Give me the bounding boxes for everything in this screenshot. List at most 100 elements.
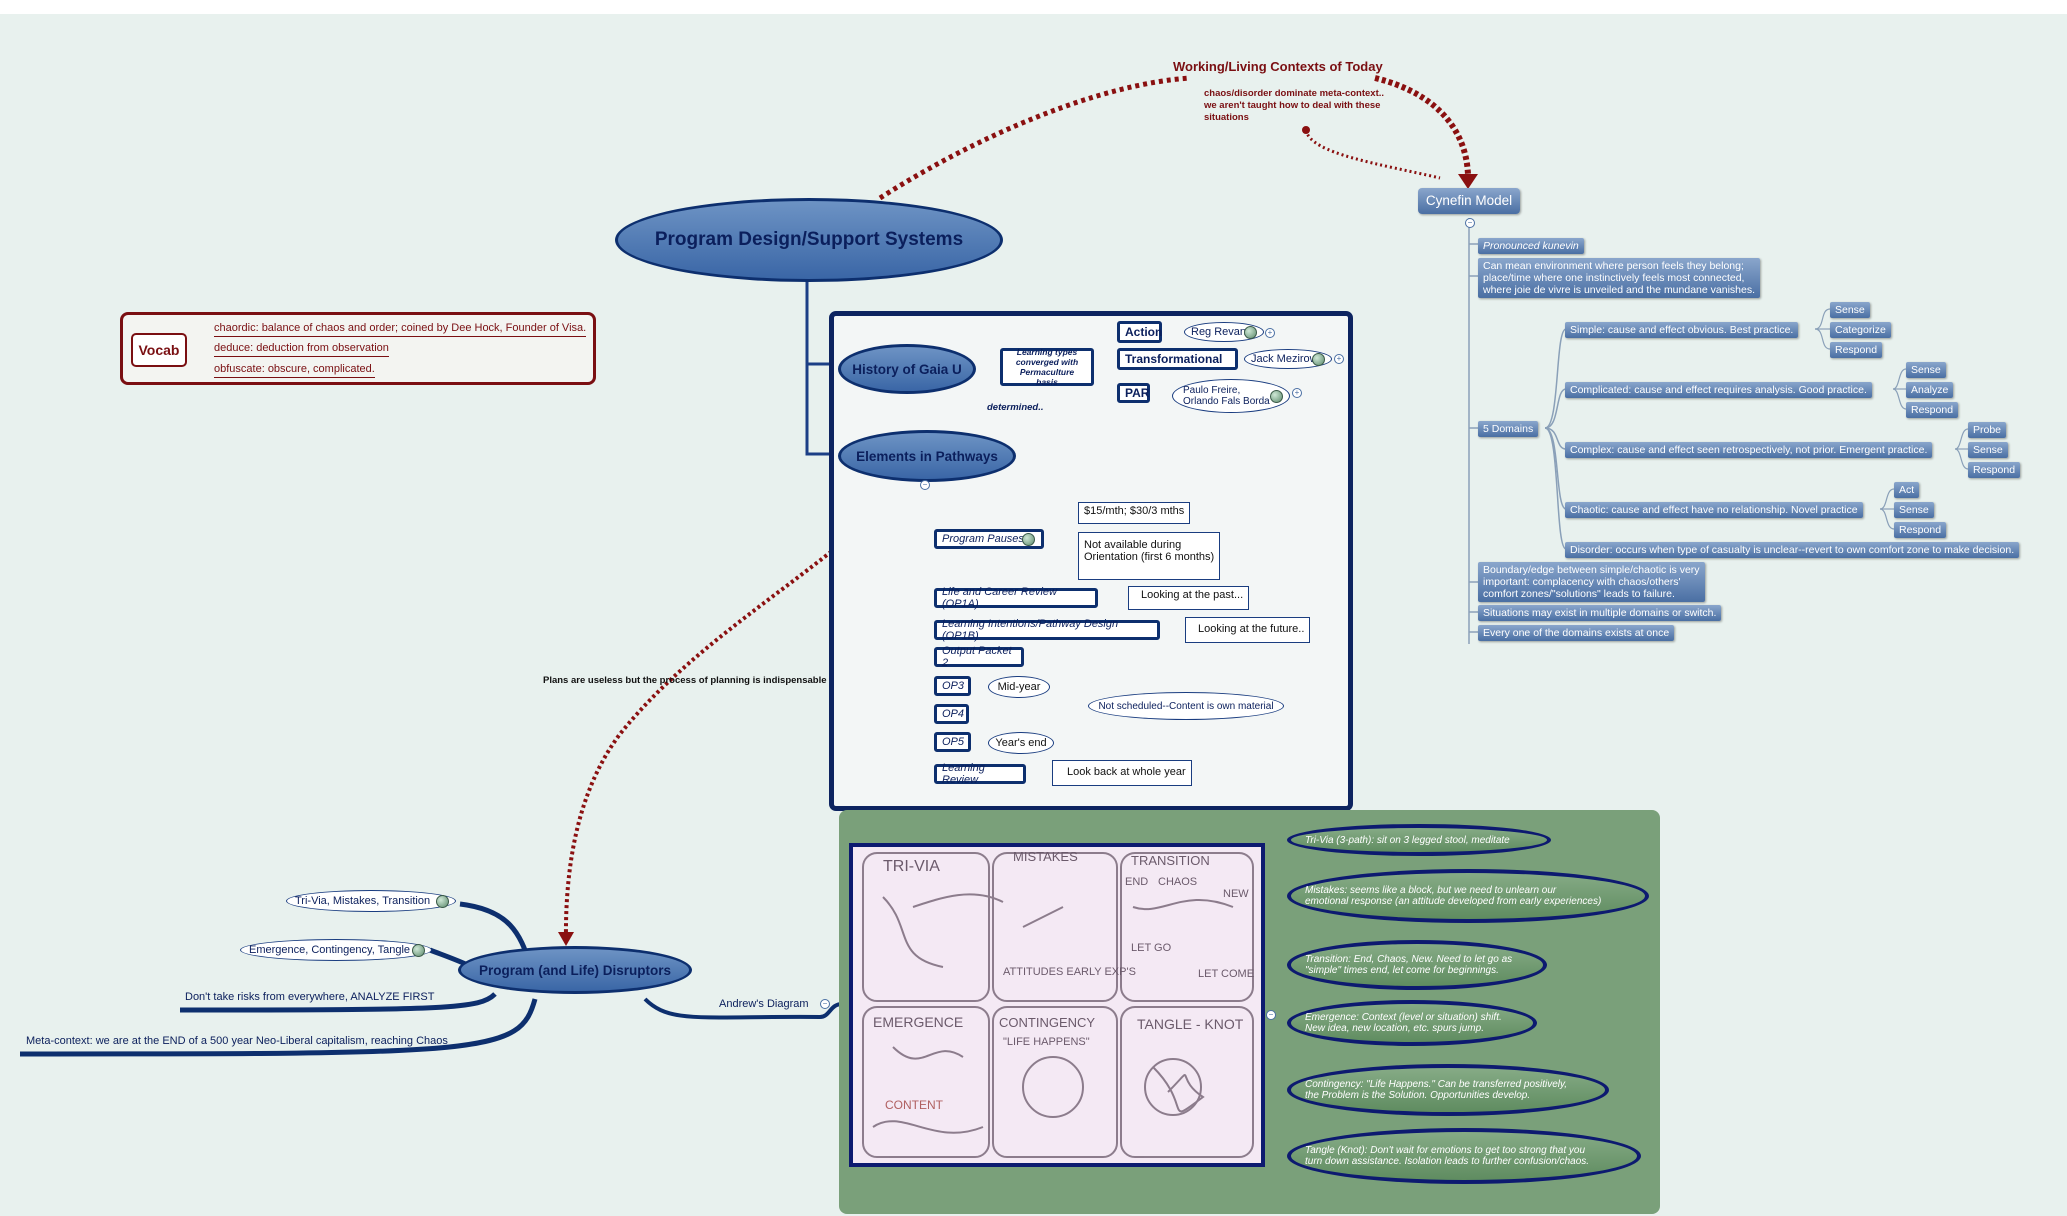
tri-via-note[interactable]: Tri-Via (3-path): sit on 3 legged stool,… bbox=[1287, 824, 1551, 856]
disorder-domain-node[interactable]: Disorder: occurs when type of casualty i… bbox=[1565, 542, 2020, 558]
transformational-learning-node[interactable]: Transformational bbox=[1117, 348, 1238, 370]
op3-node[interactable]: OP3 bbox=[934, 676, 971, 696]
central-topic[interactable]: Program Design/Support Systems bbox=[615, 198, 1003, 282]
emergence-node[interactable]: Emergence, Contingency, Tangle bbox=[240, 939, 432, 961]
complex-step-sense[interactable]: Sense bbox=[1968, 442, 2008, 458]
complicated-step-analyze[interactable]: Analyze bbox=[1906, 382, 1954, 398]
globe-icon[interactable] bbox=[1244, 325, 1257, 339]
working-contexts-title[interactable]: Working/Living Contexts of Today bbox=[1173, 59, 1383, 74]
emergence-note[interactable]: Emergence: Context (level or situation) … bbox=[1287, 1000, 1537, 1046]
whiteboard-note-chaos: CHAOS bbox=[1158, 876, 1197, 888]
complicated-step-respond[interactable]: Respond bbox=[1906, 402, 1959, 418]
transition-note[interactable]: Transition: End, Chaos, New. Need to let… bbox=[1287, 940, 1547, 990]
whiteboard-cell-mistakes: MISTAKES bbox=[1013, 849, 1078, 864]
plans-quote[interactable]: Plans are useless but the process of pla… bbox=[543, 675, 827, 686]
globe-icon[interactable] bbox=[412, 943, 425, 957]
boundary-node[interactable]: Boundary/edge between simple/chaotic is … bbox=[1478, 562, 1705, 602]
program-pauses-node[interactable]: Program Pauses bbox=[934, 529, 1044, 549]
globe-icon[interactable] bbox=[1022, 532, 1035, 546]
vocab-item-deduce[interactable]: deduce: deduction from observation bbox=[214, 342, 389, 357]
whiteboard-note-life-happens: "LIFE HAPPENS" bbox=[1003, 1036, 1090, 1048]
whiteboard-cell-tangle: TANGLE - KNOT bbox=[1137, 1016, 1244, 1032]
meaning-node[interactable]: Can mean environment where person feels … bbox=[1478, 258, 1761, 298]
complex-step-probe[interactable]: Probe bbox=[1968, 422, 2007, 438]
contingency-note[interactable]: Contingency: "Life Happens." Can be tran… bbox=[1287, 1064, 1609, 1116]
collapse-icon[interactable]: − bbox=[1465, 218, 1475, 228]
globe-icon[interactable] bbox=[1312, 352, 1325, 366]
pause-availability-note[interactable]: Not available during Orientation (first … bbox=[1078, 532, 1221, 580]
globe-icon[interactable] bbox=[1270, 390, 1283, 403]
par-learning-node[interactable]: PAR bbox=[1117, 383, 1150, 403]
complex-step-respond[interactable]: Respond bbox=[1968, 462, 2021, 478]
multiple-domains-node[interactable]: Situations may exist in multiple domains… bbox=[1478, 605, 1722, 621]
mid-year-note[interactable]: Mid-year bbox=[988, 676, 1050, 698]
globe-icon[interactable] bbox=[436, 894, 449, 908]
learning-intentions-node[interactable]: Learning Intentions/Pathway Design (OP1B… bbox=[934, 618, 1160, 642]
mistakes-note[interactable]: Mistakes: seems like a block, but we nee… bbox=[1287, 869, 1649, 923]
every-domain-node[interactable]: Every one of the domains exists at once bbox=[1478, 625, 1675, 641]
chaotic-step-respond[interactable]: Respond bbox=[1894, 522, 1947, 538]
working-contexts-note: chaos/disorder dominate meta-context.. w… bbox=[1204, 88, 1385, 123]
central-topic-label: Program Design/Support Systems bbox=[654, 229, 964, 250]
expand-icon[interactable]: + bbox=[1334, 354, 1344, 364]
five-domains-node[interactable]: 5 Domains bbox=[1478, 421, 1539, 437]
whiteboard-cell-contingency: CONTINGENCY bbox=[999, 1015, 1095, 1030]
simple-step-sense[interactable]: Sense bbox=[1830, 302, 1870, 318]
look-back-note[interactable]: Look back at whole year bbox=[1052, 760, 1192, 786]
cynefin-model-node[interactable]: Cynefin Model bbox=[1418, 188, 1520, 214]
collapse-icon[interactable]: − bbox=[820, 999, 830, 1009]
op4-node[interactable]: OP4 bbox=[934, 704, 969, 724]
chaotic-domain-node[interactable]: Chaotic: cause and effect have no relati… bbox=[1565, 502, 1863, 518]
determined-label[interactable]: determined.. bbox=[987, 402, 1044, 413]
years-end-note[interactable]: Year's end bbox=[988, 732, 1054, 754]
complicated-step-sense[interactable]: Sense bbox=[1906, 362, 1946, 378]
whiteboard-note-let-go: LET GO bbox=[1131, 942, 1172, 954]
mind-map-canvas: Working/Living Contexts of Today chaos/d… bbox=[0, 14, 2067, 1216]
not-scheduled-note[interactable]: Not scheduled--Content is own material bbox=[1088, 692, 1284, 720]
paulo-freire-node[interactable]: Paulo Freire, Orlando Fals Borda bbox=[1172, 379, 1290, 413]
expand-icon[interactable]: + bbox=[1292, 388, 1302, 398]
vocab-label[interactable]: Vocab bbox=[131, 333, 187, 367]
looking-future-note[interactable]: Looking at the future.. bbox=[1185, 617, 1311, 643]
complex-domain-node[interactable]: Complex: cause and effect seen retrospec… bbox=[1565, 442, 1933, 458]
learning-review-node[interactable]: Learning Review bbox=[934, 762, 1026, 786]
elements-pathways-node[interactable]: Elements in Pathways bbox=[838, 430, 1016, 482]
simple-domain-node[interactable]: Simple: cause and effect obvious. Best p… bbox=[1565, 322, 1799, 338]
simple-step-categorize[interactable]: Categorize bbox=[1830, 322, 1891, 338]
learning-types-node[interactable]: Learning types converged with Permacultu… bbox=[1000, 347, 1094, 387]
vocab-item-obfuscate[interactable]: obfuscate: obscure, complicated. bbox=[214, 363, 375, 378]
jack-mezirow-node[interactable]: Jack Mezirow bbox=[1244, 349, 1332, 369]
looking-past-note[interactable]: Looking at the past... bbox=[1128, 586, 1250, 610]
pause-price-note[interactable]: $15/mth; $30/3 mths bbox=[1078, 502, 1191, 524]
simple-step-respond[interactable]: Respond bbox=[1830, 342, 1883, 358]
collapse-icon[interactable]: − bbox=[920, 480, 930, 490]
whiteboard-sketch: TRI-VIA MISTAKES TRANSITION EMERGENCE CO… bbox=[862, 849, 1254, 1158]
whiteboard-cell-transition: TRANSITION bbox=[1131, 853, 1210, 868]
disruptors-node[interactable]: Program (and Life) Disruptors bbox=[458, 946, 692, 994]
expand-icon[interactable]: + bbox=[1265, 328, 1275, 338]
reg-revan-node[interactable]: Reg Revan bbox=[1184, 322, 1264, 342]
chaotic-step-act[interactable]: Act bbox=[1894, 482, 1920, 498]
vocab-item-chaordic[interactable]: chaordic: balance of chaos and order; co… bbox=[214, 322, 587, 337]
pronounced-node[interactable]: Pronounced kunevin bbox=[1478, 238, 1584, 254]
whiteboard-note-let-come: LET COME bbox=[1198, 968, 1254, 980]
dont-take-risks-note[interactable]: Don't take risks from everywhere, ANALYZ… bbox=[185, 991, 435, 1003]
andrews-diagram-label[interactable]: Andrew's Diagram bbox=[719, 998, 809, 1010]
whiteboard-cell-tri-via: TRI-VIA bbox=[883, 858, 940, 875]
chaotic-step-sense[interactable]: Sense bbox=[1894, 502, 1934, 518]
output-packet-2-node[interactable]: Output Packet 2 bbox=[934, 645, 1024, 669]
whiteboard-note-new: NEW bbox=[1223, 888, 1249, 900]
life-career-review-node[interactable]: Life and Career Review (OP1A) bbox=[934, 586, 1098, 610]
whiteboard-image[interactable]: TRI-VIA MISTAKES TRANSITION EMERGENCE CO… bbox=[849, 843, 1265, 1167]
collapse-icon[interactable]: − bbox=[1266, 1010, 1276, 1020]
whiteboard-cell-emergence: EMERGENCE bbox=[873, 1014, 963, 1030]
op5-node[interactable]: OP5 bbox=[934, 732, 971, 752]
tangle-note[interactable]: Tangle (Knot): Don't wait for emotions t… bbox=[1287, 1128, 1641, 1184]
vocab-box bbox=[120, 312, 596, 385]
action-learning-node[interactable]: Action bbox=[1117, 321, 1162, 343]
complicated-domain-node[interactable]: Complicated: cause and effect requires a… bbox=[1565, 382, 1872, 398]
meta-context-note[interactable]: Meta-context: we are at the END of a 500… bbox=[26, 1035, 448, 1047]
history-gaia-u-node[interactable]: History of Gaia U bbox=[838, 344, 976, 394]
whiteboard-note-end: END bbox=[1125, 876, 1148, 888]
tri-via-node[interactable]: Tri-Via, Mistakes, Transition bbox=[286, 890, 456, 912]
